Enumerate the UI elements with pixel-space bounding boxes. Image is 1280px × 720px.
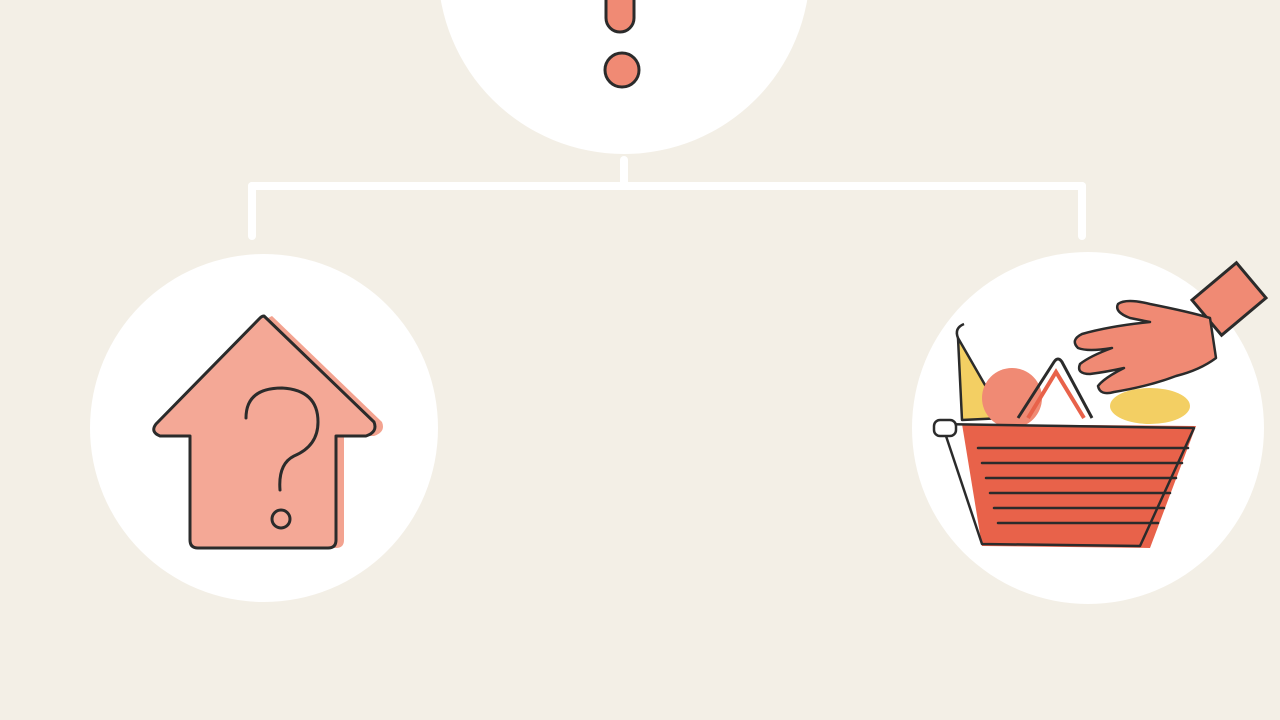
hand-basket-icon [932,260,1269,548]
basket-stripes [976,446,1190,525]
house-question-icon [152,314,383,550]
connector-lines [248,156,1086,240]
node-right [912,252,1269,604]
node-left [90,254,438,602]
node-top [440,0,808,154]
exclamation-icon [603,0,641,89]
